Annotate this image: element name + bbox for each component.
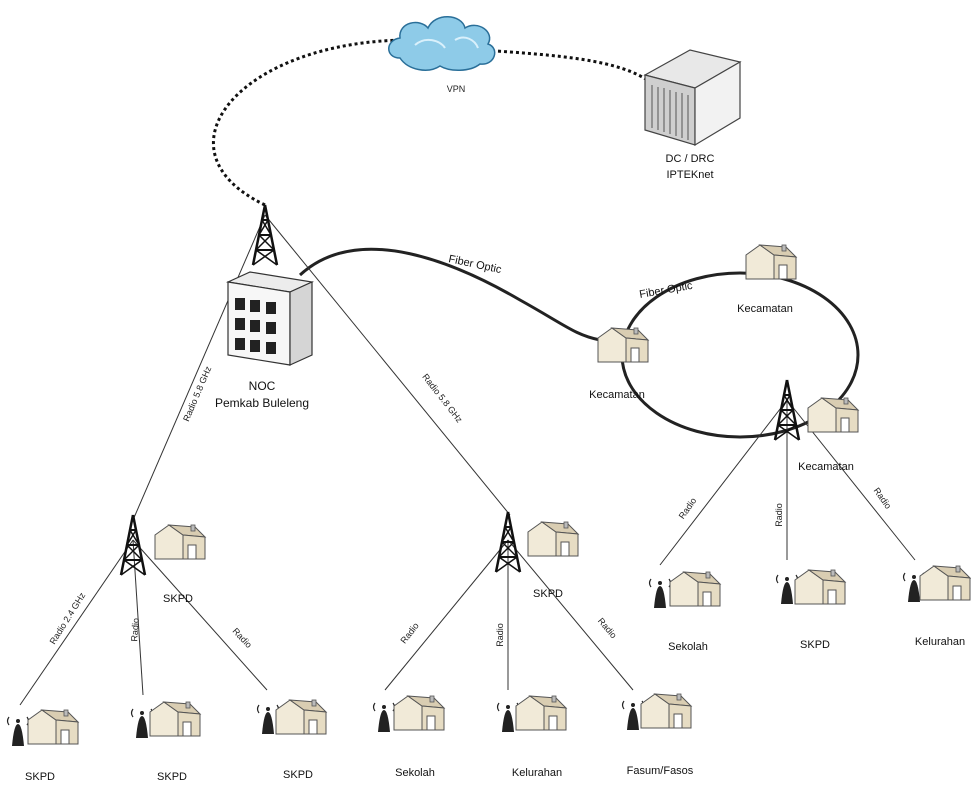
radio58-right-link — [264, 214, 511, 516]
vpn-link — [212, 38, 411, 207]
radio-antenna-icon — [256, 704, 280, 735]
kecamatan-right: Kecamatan — [773, 378, 859, 473]
noc-label-line1: NOC — [249, 379, 276, 393]
radio58-left-link — [132, 214, 266, 521]
house-icon — [807, 397, 859, 433]
fiber-link-noc — [298, 247, 601, 342]
connections — [19, 38, 916, 706]
radio-label-r1: Radio — [677, 496, 699, 521]
radio-antenna-icon — [496, 702, 520, 733]
site-label-r3: Kelurahan — [915, 636, 965, 648]
site-label-r2: SKPD — [800, 639, 830, 651]
vpn-label: VPN — [447, 84, 466, 94]
radio-antenna-icon — [130, 708, 154, 739]
radio-antenna-icon — [648, 578, 672, 609]
datacenter-label-line2: IPTEKnet — [666, 169, 713, 181]
kecamatan-top-label: Kecamatan — [737, 303, 793, 315]
left-hub-label: SKPD — [163, 593, 193, 605]
noc-label-line2: Pemkab Buleleng — [215, 396, 309, 410]
middle-hub-label: SKPD — [533, 588, 563, 600]
radio-label-m2: Radio — [495, 623, 505, 647]
datacenter-label-line1: DC / DRC — [666, 153, 715, 165]
radio-label-r2: Radio — [774, 503, 784, 527]
radio-label-l2: Radio — [129, 618, 141, 642]
radio-antenna-icon — [372, 702, 396, 733]
radio-antenna-icon — [621, 700, 645, 731]
radio24-label: Radio 2.4 GHz — [48, 590, 88, 646]
house-icon — [27, 709, 79, 745]
tower-icon — [119, 513, 147, 577]
radio-label-r3: Radio — [872, 486, 894, 511]
radio-label-m3: Radio — [596, 616, 619, 640]
site-label-l1: SKPD — [25, 771, 55, 783]
radio-antenna-icon — [6, 716, 30, 747]
tower-icon — [494, 510, 522, 574]
house-icon — [515, 695, 567, 731]
radio58-right-label: Radio 5.8 GHz — [420, 372, 465, 425]
kecamatan-left-label: Kecamatan — [589, 389, 645, 401]
house-icon — [154, 524, 206, 560]
kecamatan-right-label: Kecamatan — [798, 461, 854, 473]
radio-label-m1: Radio — [398, 621, 420, 646]
house-icon — [669, 571, 721, 607]
site-label-r1: Sekolah — [668, 641, 708, 653]
house-icon — [745, 244, 797, 280]
site-label-m3: Fasum/Fasos — [627, 765, 694, 777]
house-icon — [794, 569, 846, 605]
site-label-l3: SKPD — [283, 769, 313, 781]
house-icon — [640, 693, 692, 729]
right-cluster: Sekolah SKPD Kelurahan — [648, 565, 971, 653]
house-icon — [597, 327, 649, 363]
house-icon — [393, 695, 445, 731]
kecamatan-left: Kecamatan — [589, 327, 649, 401]
vpn-link-2 — [479, 48, 651, 84]
noc-building-icon: NOC Pemkab Buleleng — [215, 271, 315, 410]
radio-label-l3: Radio — [231, 626, 254, 650]
radio-antenna-icon — [775, 574, 799, 605]
house-icon — [527, 521, 579, 557]
fiber-optic-label-1: Fiber Optic — [447, 253, 503, 276]
kecamatan-top: Kecamatan — [737, 244, 797, 315]
datacenter-icon: DC / DRC IPTEKnet — [643, 49, 742, 181]
radio58-left-label: Radio 5.8 GHz — [181, 364, 213, 423]
middle-cluster: SKPD Sekolah Kelurahan Fasum/Fasos — [372, 510, 694, 779]
left-cluster: SKPD SKPD SKPD SKPD — [6, 513, 327, 783]
site-label-m1: Sekolah — [395, 767, 435, 779]
vpn-cloud: VPN — [388, 16, 496, 94]
site-label-m2: Kelurahan — [512, 767, 562, 779]
house-icon — [275, 699, 327, 735]
site-label-l2: SKPD — [157, 771, 187, 783]
house-icon — [149, 701, 201, 737]
fiber-optic-label-2: Fiber Optic — [638, 280, 694, 301]
house-icon — [919, 565, 971, 601]
